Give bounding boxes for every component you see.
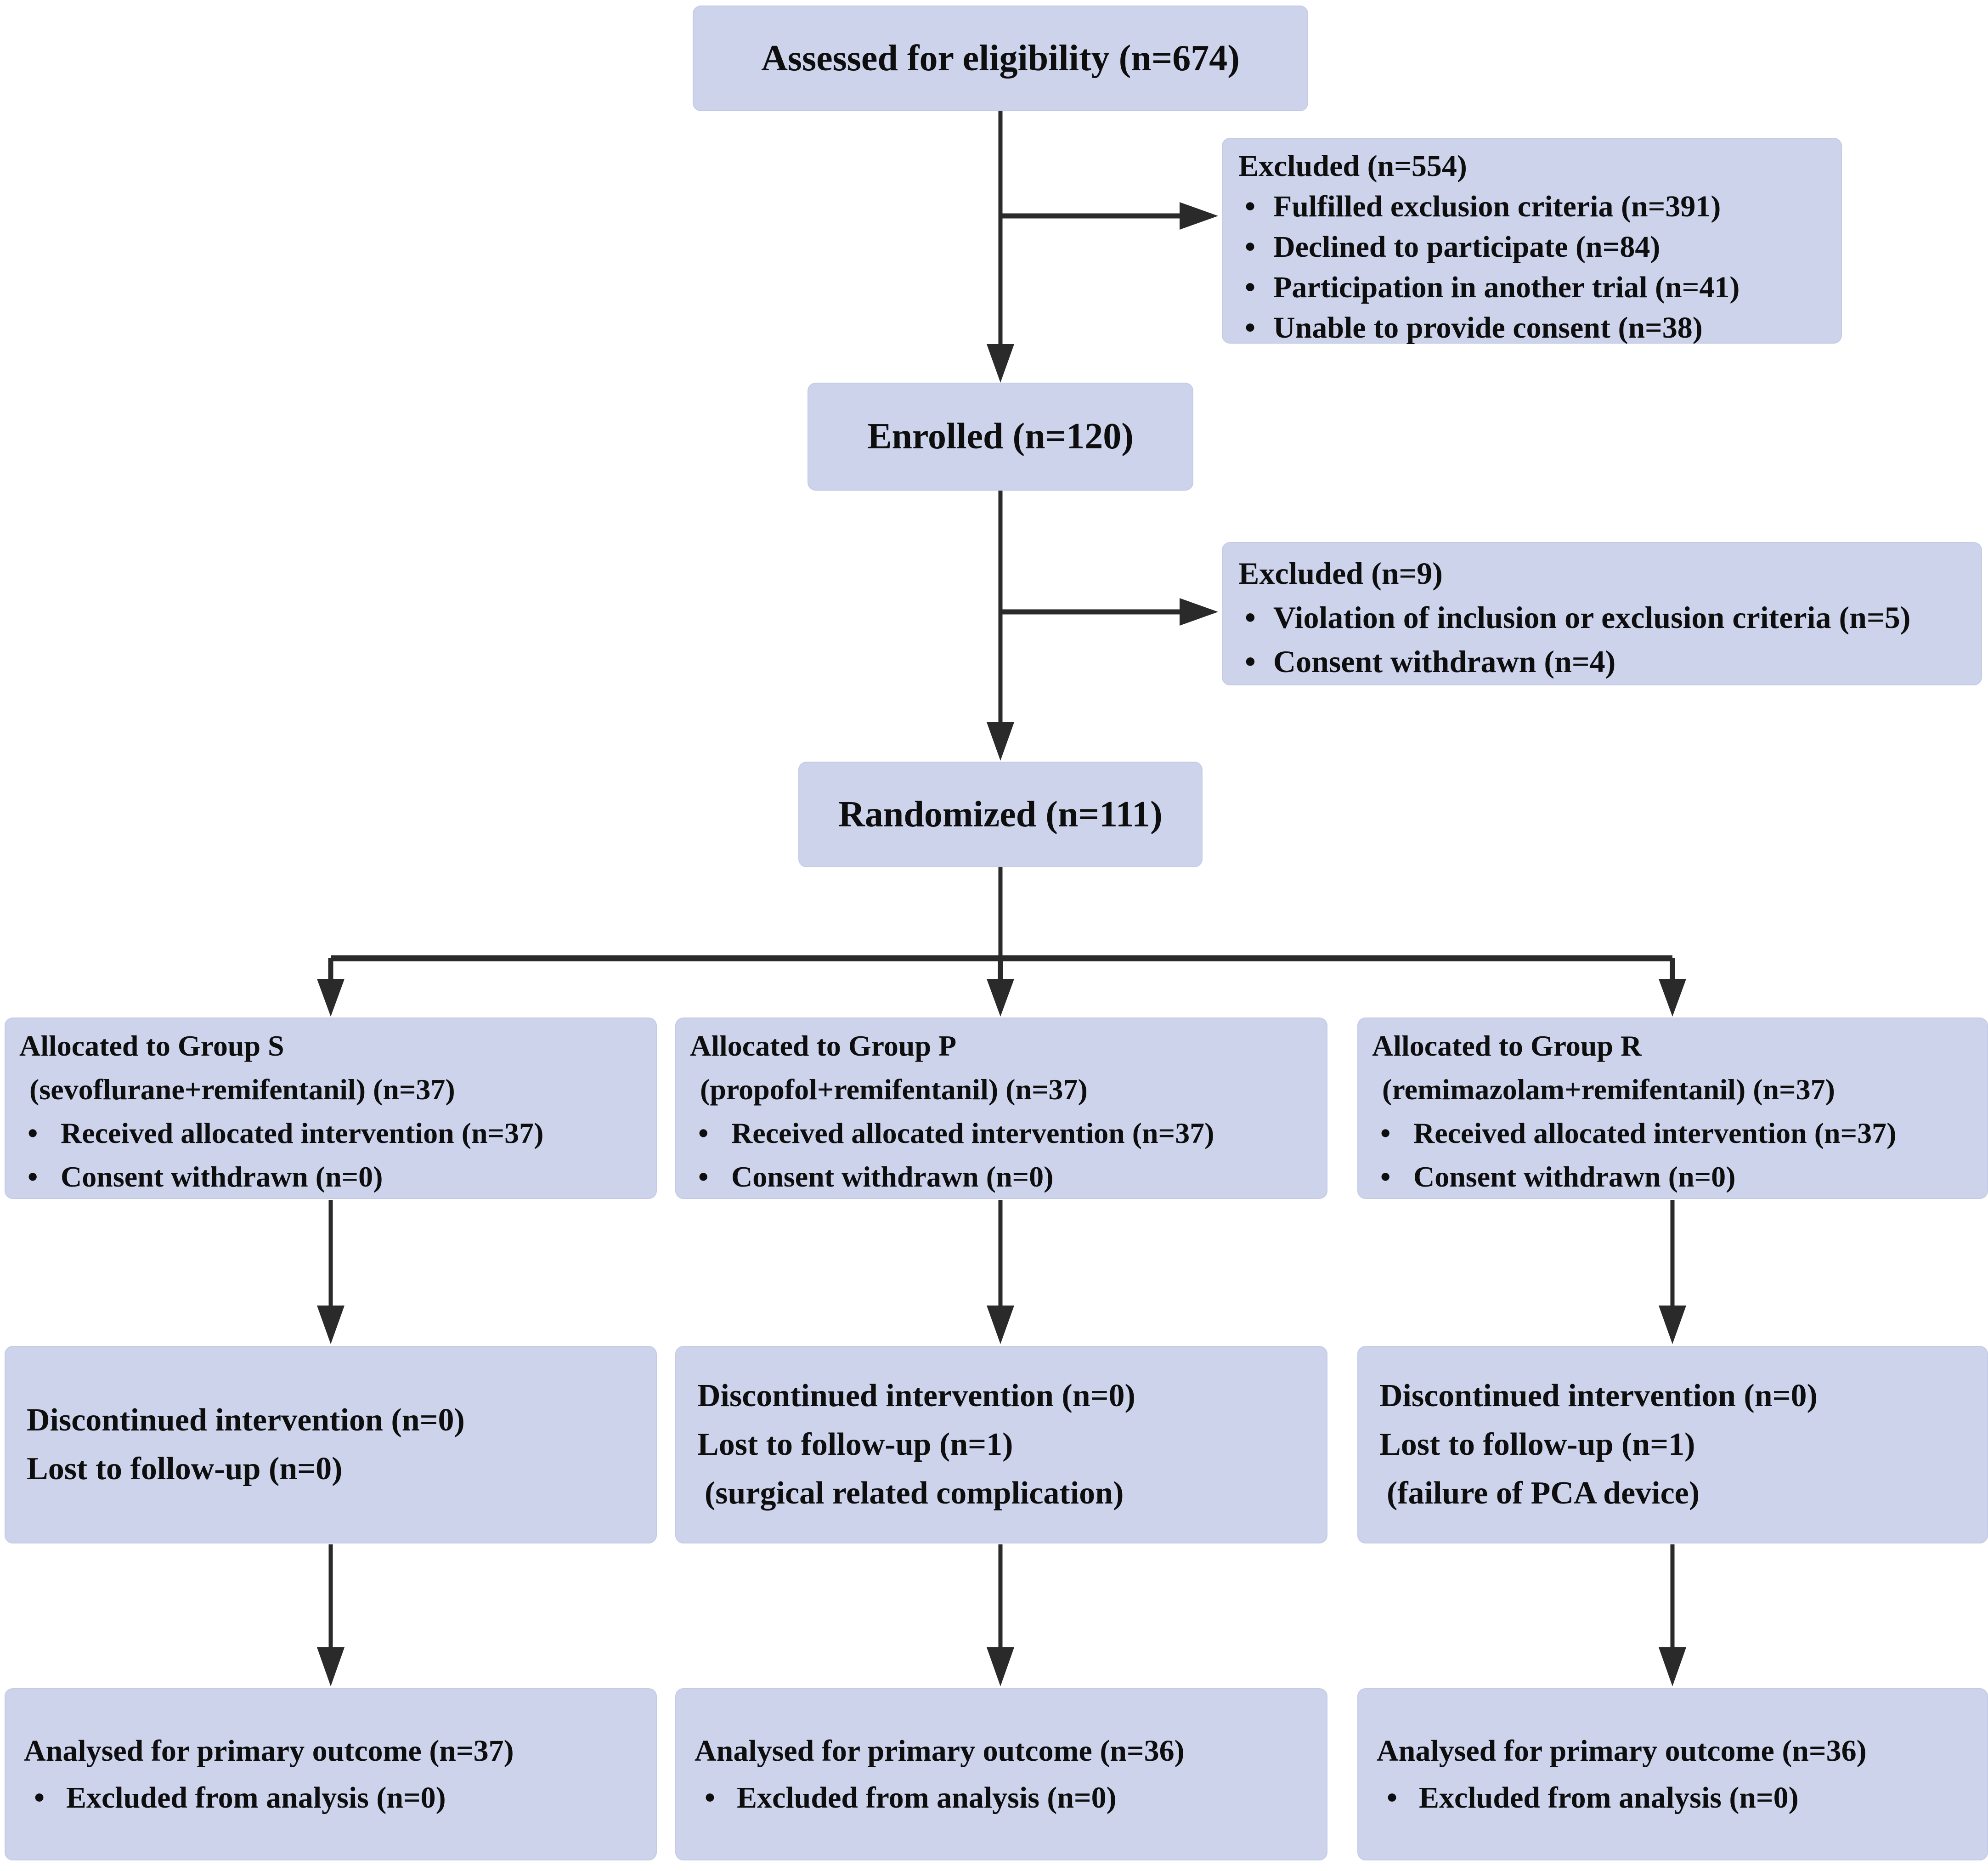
excluded1-item: • Unable to provide consent (n=38) xyxy=(1238,308,1830,348)
disc-s-line: Lost to follow-up (n=0) xyxy=(27,1451,343,1487)
analysed-p-title: Analysed for primary outcome (n=36) xyxy=(695,1734,1185,1768)
box-analysed-group-r: Analysed for primary outcome (n=36) • Ex… xyxy=(1357,1688,1988,1860)
alloc-s-item-text: Consent withdrawn (n=0) xyxy=(61,1160,383,1193)
bullet-icon: • xyxy=(698,1117,709,1149)
excluded1-item-text: Unable to provide consent (n=38) xyxy=(1273,311,1703,345)
alloc-p-item: • Received allocated intervention (n=37) xyxy=(690,1111,1318,1155)
excluded2-title: Excluded (n=9) xyxy=(1238,556,1443,591)
excluded1-item-text: Declined to participate (n=84) xyxy=(1273,230,1660,264)
excluded1-item: • Declined to participate (n=84) xyxy=(1238,227,1830,267)
analysed-s-item-text: Excluded from analysis (n=0) xyxy=(66,1781,446,1814)
assessed-label: Assessed for eligibility (n=674) xyxy=(761,38,1240,79)
excluded1-item: • Fulfilled exclusion criteria (n=391) xyxy=(1238,187,1830,227)
box-excluded-post-enrollment: Excluded (n=9) • Violation of inclusion … xyxy=(1222,542,1982,685)
disc-r-line: (failure of PCA device) xyxy=(1387,1475,1700,1511)
disc-r-line: Discontinued intervention (n=0) xyxy=(1379,1378,1818,1413)
box-analysed-group-p: Analysed for primary outcome (n=36) • Ex… xyxy=(675,1688,1327,1860)
alloc-s-item: • Consent withdrawn (n=0) xyxy=(19,1155,648,1198)
analysed-r-item-text: Excluded from analysis (n=0) xyxy=(1419,1781,1799,1814)
alloc-r-item-text: Consent withdrawn (n=0) xyxy=(1413,1160,1736,1193)
bullet-icon: • xyxy=(1380,1117,1391,1149)
bullet-icon: • xyxy=(34,1781,45,1814)
analysed-s-title: Analysed for primary outcome (n=37) xyxy=(24,1734,514,1768)
bullet-icon: • xyxy=(1245,600,1256,635)
box-enrolled: Enrolled (n=120) xyxy=(808,383,1193,491)
alloc-s-item-text: Received allocated intervention (n=37) xyxy=(61,1117,544,1149)
bullet-icon: • xyxy=(698,1160,709,1193)
excluded1-item: • Participation in another trial (n=41) xyxy=(1238,267,1830,308)
bullet-icon: • xyxy=(1380,1160,1391,1193)
bullet-icon: • xyxy=(1245,271,1256,304)
box-allocated-group-s: Allocated to Group S (sevoflurane+remife… xyxy=(5,1017,657,1199)
disc-p-line: Discontinued intervention (n=0) xyxy=(697,1378,1135,1413)
bullet-icon: • xyxy=(1387,1781,1398,1814)
box-allocated-group-r: Allocated to Group R (remimazolam+remife… xyxy=(1357,1017,1988,1199)
excluded2-item: • Consent withdrawn (n=4) xyxy=(1238,639,1970,684)
box-assessed-eligibility: Assessed for eligibility (n=674) xyxy=(693,6,1308,111)
box-randomized: Randomized (n=111) xyxy=(798,762,1203,867)
analysed-p-item-text: Excluded from analysis (n=0) xyxy=(737,1781,1117,1814)
alloc-r-item: • Consent withdrawn (n=0) xyxy=(1372,1155,1979,1198)
analysed-s-item: • Excluded from analysis (n=0) xyxy=(24,1775,649,1821)
box-discontinued-group-p: Discontinued intervention (n=0) Lost to … xyxy=(675,1346,1327,1543)
disc-r-line: Lost to follow-up (n=1) xyxy=(1379,1427,1695,1462)
box-discontinued-group-r: Discontinued intervention (n=0) Lost to … xyxy=(1357,1346,1988,1543)
excluded2-item: • Violation of inclusion or exclusion cr… xyxy=(1238,595,1970,639)
disc-s-line: Discontinued intervention (n=0) xyxy=(27,1402,465,1438)
analysed-p-item: • Excluded from analysis (n=0) xyxy=(695,1775,1319,1821)
analysed-r-title: Analysed for primary outcome (n=36) xyxy=(1377,1734,1867,1768)
bullet-icon: • xyxy=(705,1781,716,1814)
bullet-icon: • xyxy=(1245,311,1256,345)
alloc-p-item-text: Consent withdrawn (n=0) xyxy=(731,1160,1054,1193)
alloc-p-subtitle: (propofol+remifentanil) (n=37) xyxy=(700,1073,1088,1106)
alloc-r-title: Allocated to Group R xyxy=(1372,1029,1642,1062)
disc-p-line: Lost to follow-up (n=1) xyxy=(697,1427,1013,1462)
disc-p-line: (surgical related complication) xyxy=(705,1475,1124,1511)
alloc-s-subtitle: (sevoflurane+remifentanil) (n=37) xyxy=(29,1073,455,1106)
alloc-r-item-text: Received allocated intervention (n=37) xyxy=(1413,1117,1897,1149)
excluded1-title: Excluded (n=554) xyxy=(1238,149,1467,183)
randomized-label: Randomized (n=111) xyxy=(838,794,1163,835)
alloc-s-title: Allocated to Group S xyxy=(19,1029,284,1062)
box-discontinued-group-s: Discontinued intervention (n=0) Lost to … xyxy=(5,1346,657,1543)
alloc-r-item: • Received allocated intervention (n=37) xyxy=(1372,1111,1979,1155)
bullet-icon: • xyxy=(1245,230,1256,264)
bullet-icon: • xyxy=(1245,644,1256,679)
excluded2-item-text: Consent withdrawn (n=4) xyxy=(1273,644,1616,679)
box-analysed-group-s: Analysed for primary outcome (n=37) • Ex… xyxy=(5,1688,657,1860)
analysed-r-item: • Excluded from analysis (n=0) xyxy=(1377,1775,1980,1821)
bullet-icon: • xyxy=(28,1160,38,1193)
excluded2-item-text: Violation of inclusion or exclusion crit… xyxy=(1273,600,1911,635)
alloc-s-item: • Received allocated intervention (n=37) xyxy=(19,1111,648,1155)
alloc-p-item-text: Received allocated intervention (n=37) xyxy=(731,1117,1214,1149)
box-excluded-pre-enrollment: Excluded (n=554) • Fulfilled exclusion c… xyxy=(1222,138,1842,345)
alloc-r-subtitle: (remimazolam+remifentanil) (n=37) xyxy=(1382,1073,1835,1106)
excluded1-item-text: Participation in another trial (n=41) xyxy=(1273,271,1740,304)
excluded1-item-text: Fulfilled exclusion criteria (n=391) xyxy=(1273,190,1721,223)
bullet-icon: • xyxy=(1245,190,1256,223)
alloc-p-title: Allocated to Group P xyxy=(690,1029,957,1062)
enrolled-label: Enrolled (n=120) xyxy=(867,416,1134,457)
bullet-icon: • xyxy=(28,1117,38,1149)
alloc-p-item: • Consent withdrawn (n=0) xyxy=(690,1155,1318,1198)
box-allocated-group-p: Allocated to Group P (propofol+remifenta… xyxy=(675,1017,1327,1199)
